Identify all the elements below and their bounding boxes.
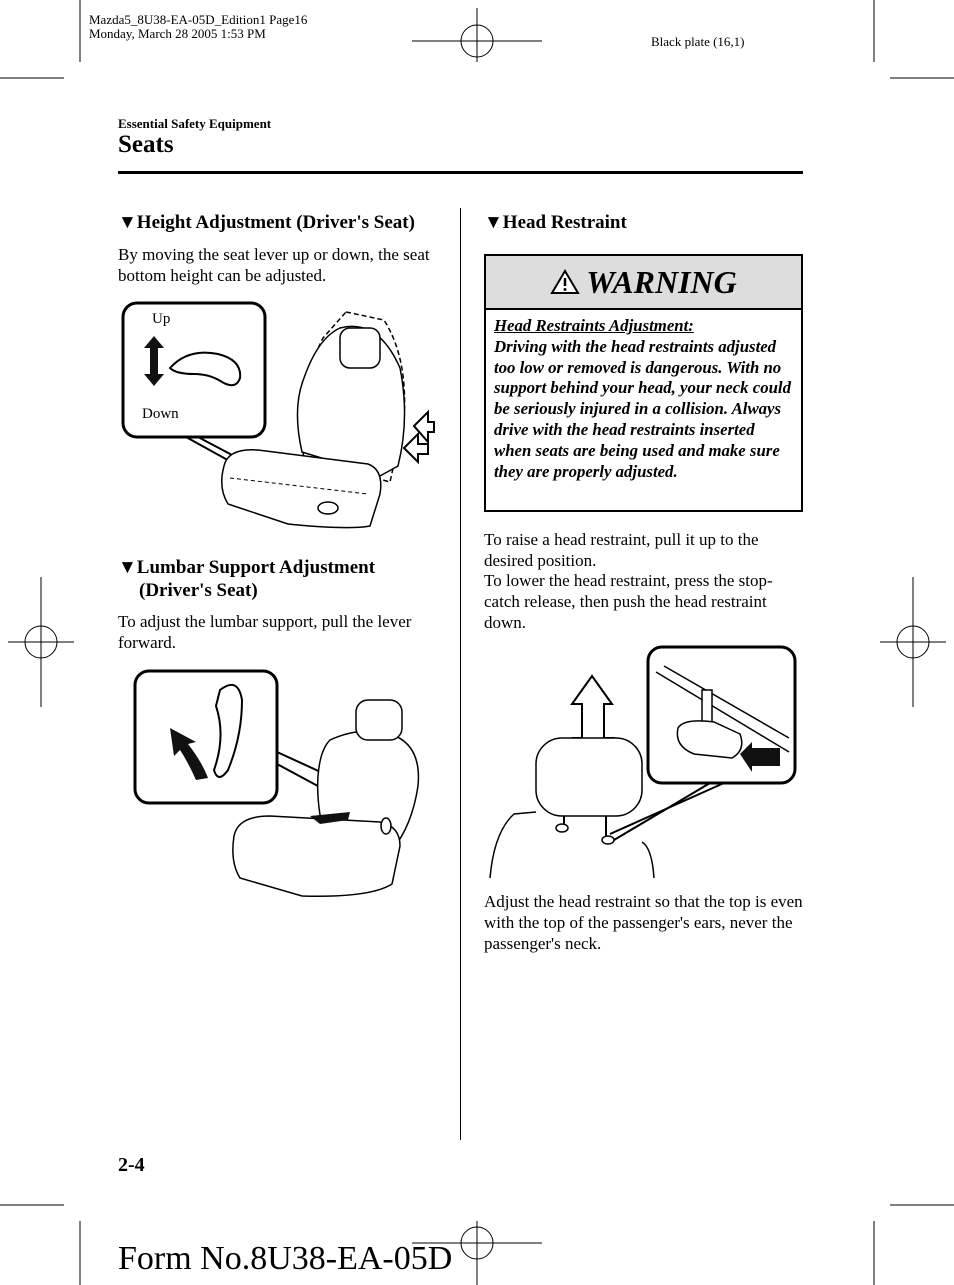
warning-text: Driving with the head restraints adjuste…	[494, 336, 791, 481]
adjust-text: Adjust the head restraint so that the to…	[484, 892, 803, 953]
print-meta-line1: Mazda5_8U38-EA-05D_Edition1 Page16	[89, 12, 308, 27]
fig1-up-label: Up	[152, 311, 170, 327]
page-title: Seats	[118, 131, 174, 158]
print-meta-line2: Monday, March 28 2005 1:53 PM	[89, 26, 266, 41]
title-rule	[118, 171, 803, 174]
seat-height-illustration: Up Down	[121, 301, 435, 529]
column-divider	[460, 208, 461, 1140]
section-label: Essential Safety Equipment	[118, 116, 272, 131]
warning-triangle-icon	[550, 269, 580, 294]
warning-body: Head Restraints Adjustment: Driving with…	[486, 310, 801, 488]
lumbar-heading-line2: (Driver's Seat)	[139, 580, 258, 601]
lumbar-support-illustration	[133, 669, 420, 897]
lumbar-text: To adjust the lumbar support, pull the l…	[118, 612, 412, 652]
fig1-down-label: Down	[142, 406, 179, 422]
warning-title: WARNING	[586, 263, 737, 300]
head-restraint-illustration	[489, 645, 797, 879]
warning-box: WARNING Head Restraints Adjustment: Driv…	[484, 254, 803, 512]
head-restraint-heading: ▼Head Restraint	[484, 212, 627, 233]
page-number: 2-4	[118, 1154, 145, 1176]
height-adjustment-text: By moving the seat lever up or down, the…	[118, 245, 430, 285]
lower-text: To lower the head restraint, press the s…	[484, 571, 773, 632]
raise-text: To raise a head restraint, pull it up to…	[484, 530, 759, 570]
form-number: Form No.8U38-EA-05D	[118, 1240, 453, 1277]
plate-label: Black plate (16,1)	[651, 34, 745, 49]
warning-subtitle: Head Restraints Adjustment:	[494, 316, 694, 335]
height-adjustment-heading: ▼Height Adjustment (Driver's Seat)	[118, 212, 415, 233]
lumbar-heading-line1: ▼Lumbar Support Adjustment	[118, 557, 376, 578]
warning-header: WARNING	[486, 256, 801, 310]
